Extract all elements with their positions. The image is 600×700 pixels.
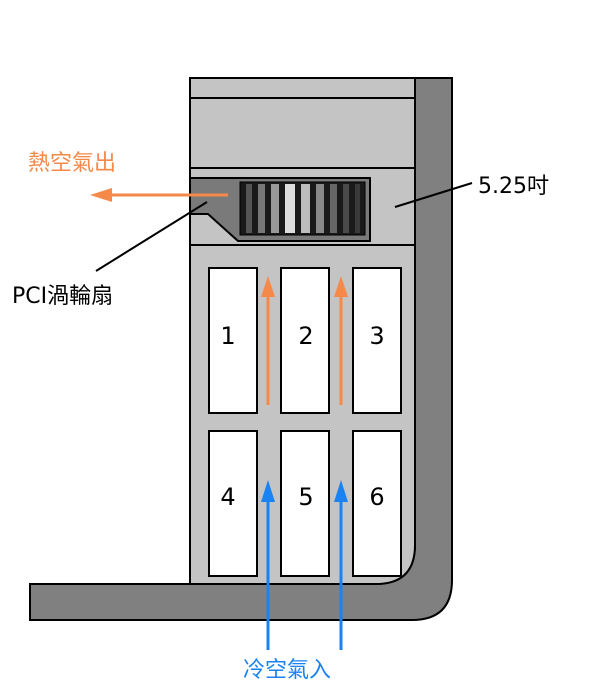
hot-air-exhaust-arrow bbox=[90, 188, 228, 202]
hot-air-out-label: 熱空氣出 bbox=[28, 151, 116, 176]
pci-fan-leader bbox=[95, 201, 208, 272]
arrow-head bbox=[261, 480, 275, 502]
arrow-head bbox=[334, 480, 348, 502]
drive-bay-label: 5.25吋 bbox=[478, 174, 549, 199]
cold-airflow-arrows bbox=[261, 480, 348, 650]
fan-grille bbox=[239, 181, 366, 236]
slot-number: 1 bbox=[220, 322, 235, 350]
slot-3 bbox=[352, 267, 402, 414]
slot-number: 6 bbox=[369, 483, 384, 511]
slot-2 bbox=[280, 267, 330, 414]
slot-4 bbox=[208, 430, 258, 577]
slot-6 bbox=[352, 430, 402, 577]
slot-number: 5 bbox=[298, 483, 313, 511]
drive-bay-leader bbox=[394, 182, 473, 208]
slot-number: 2 bbox=[298, 322, 313, 350]
hot-airflow-arrows bbox=[261, 276, 348, 405]
cold-air-in-label: 冷空氣入 bbox=[243, 658, 331, 683]
slot-number: 3 bbox=[369, 322, 384, 350]
arrow-head bbox=[90, 188, 112, 202]
slot-5 bbox=[280, 430, 330, 577]
arrow-head bbox=[334, 276, 348, 297]
slot-grid bbox=[208, 267, 402, 577]
slot-number: 4 bbox=[220, 483, 235, 511]
pci-fan-label: PCI渦輪扇 bbox=[12, 284, 113, 309]
arrow-head bbox=[261, 276, 275, 297]
slot-1 bbox=[208, 267, 258, 414]
